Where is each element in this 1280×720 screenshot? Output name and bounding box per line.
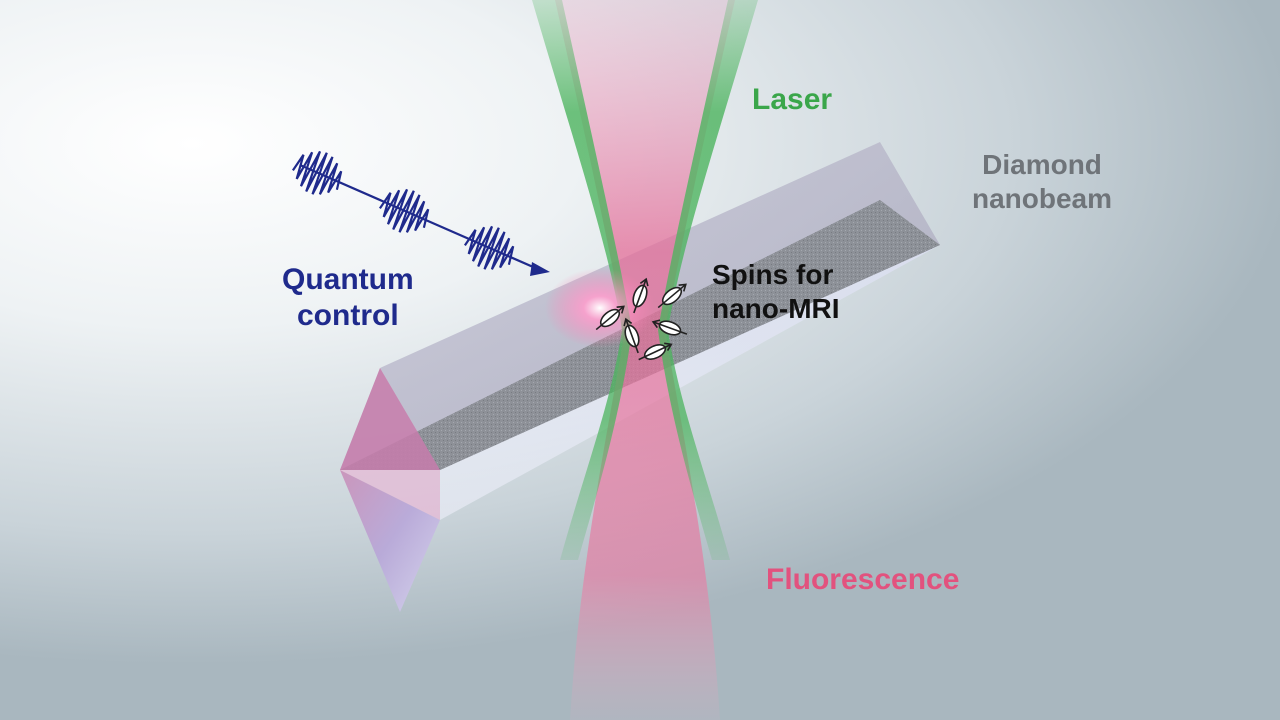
laser-beam: [532, 0, 758, 560]
spin-arrow-icon: [657, 283, 687, 309]
nanobeam-end-face-lower: [340, 470, 440, 612]
spin-arrow-icon: [632, 277, 649, 314]
quantum-label-line1: Quantum: [282, 263, 414, 296]
diamond-nanobeam-label: Diamond nanobeam: [972, 148, 1112, 215]
nanobeam-end-face: [340, 368, 440, 470]
laser-label: Laser: [752, 83, 833, 116]
spin-cluster: [595, 277, 688, 361]
quantum-control-label: Quantum control: [282, 262, 414, 334]
diamond-label-line2: nanobeam: [972, 182, 1113, 214]
microwave-pulse-train-icon: [291, 150, 550, 276]
diamond-label-line1: Diamond: [982, 149, 1102, 180]
quantum-label-line2: control: [297, 299, 399, 332]
fluorescence-label: Fluorescence: [766, 563, 960, 596]
spins-label: Spins for nano-MRI: [712, 258, 840, 325]
spin-arrow-icon: [623, 317, 640, 354]
spins-label-line2: nano-MRI: [712, 292, 840, 324]
spin-arrow-icon: [595, 305, 625, 331]
spin-arrow-icon: [638, 342, 673, 361]
spin-arrow-icon: [651, 319, 688, 336]
spins-label-line1: Spins for: [712, 259, 834, 290]
